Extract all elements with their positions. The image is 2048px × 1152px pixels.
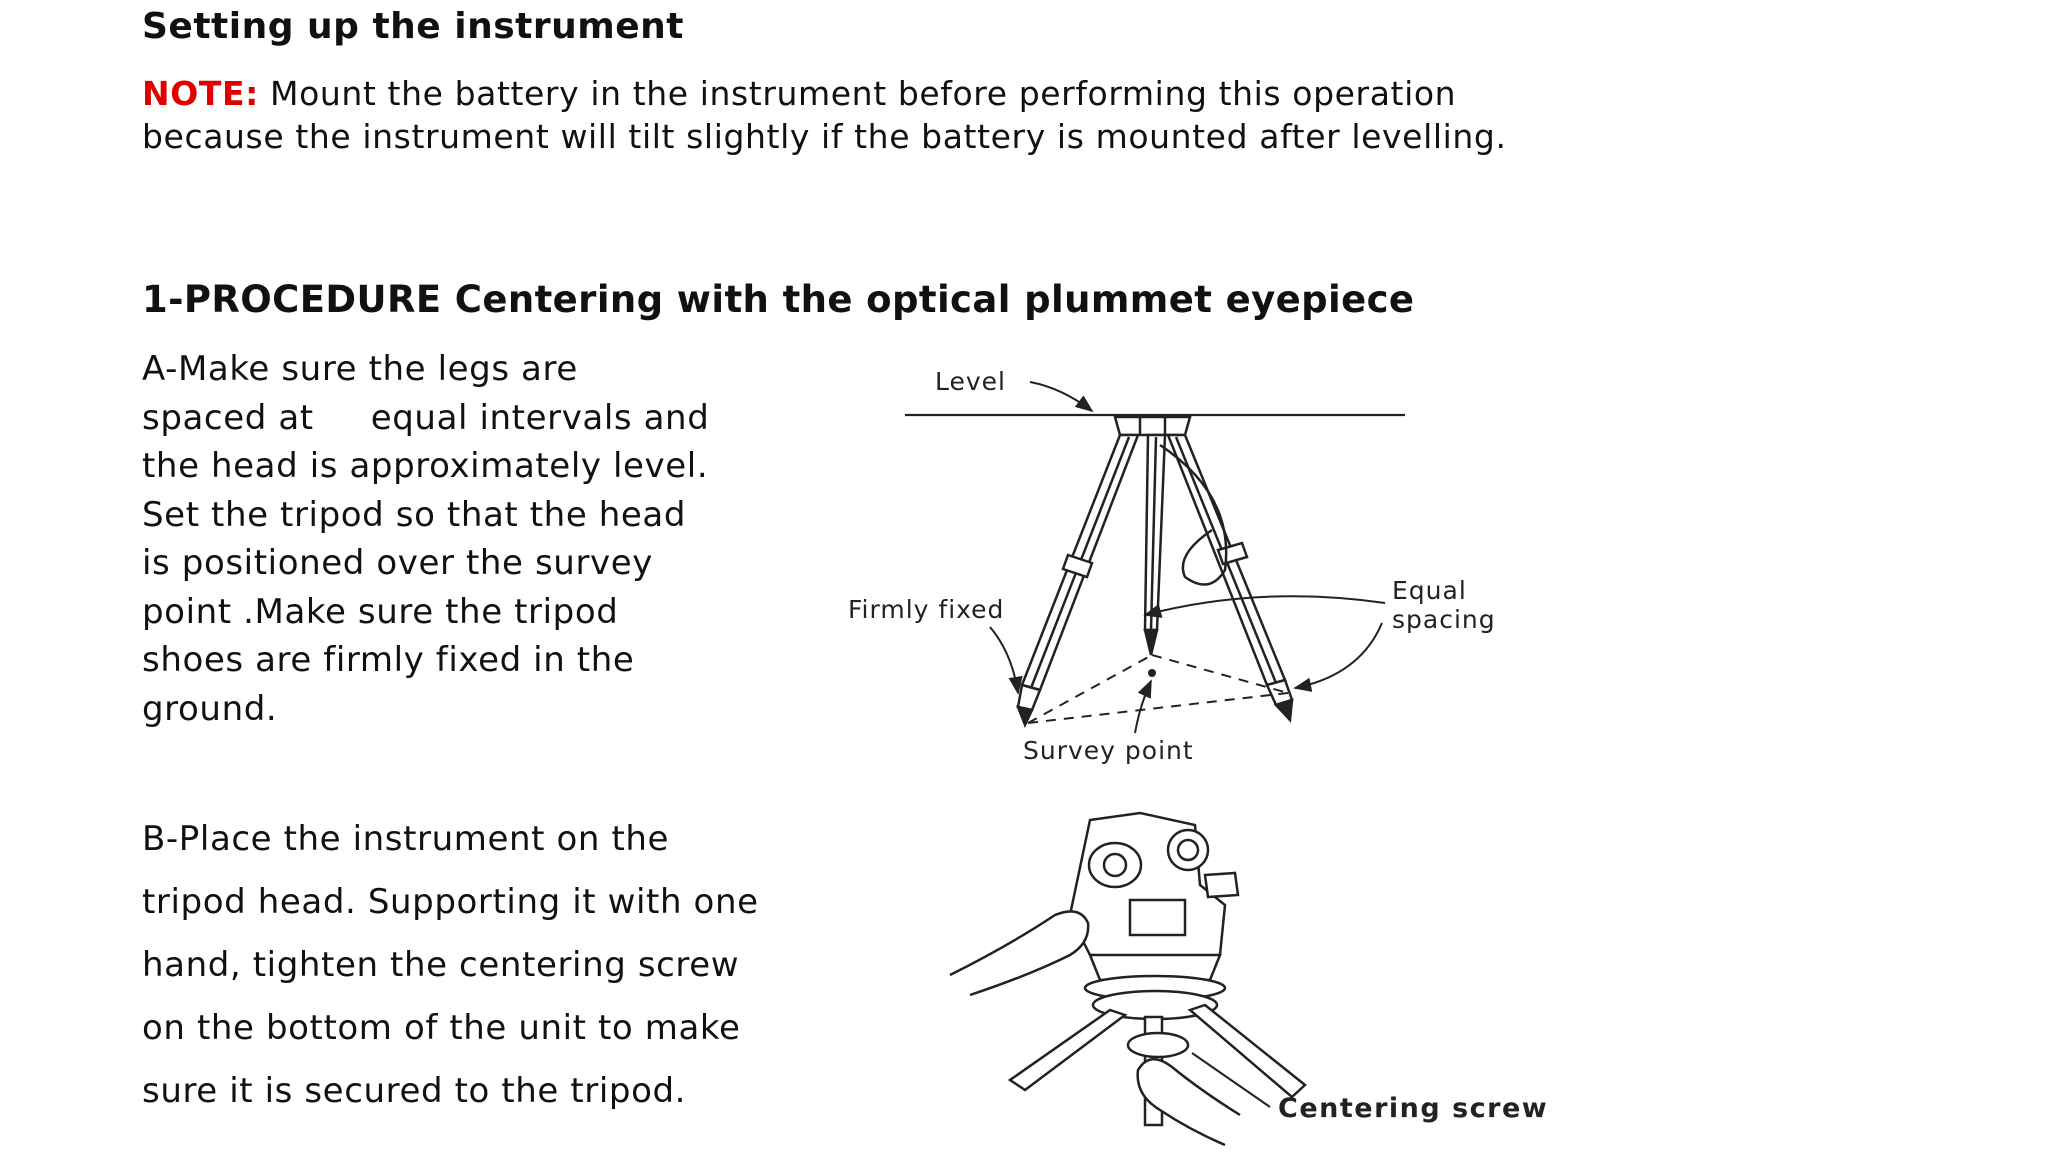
step-b-line: B-Place the instrument on the	[142, 819, 670, 859]
tripod-leg-right	[1187, 1003, 1307, 1099]
step-b-line: hand, tighten the centering screw	[142, 945, 740, 985]
tripod-figure: Level Firmly fixed Equal s	[848, 367, 1496, 765]
level-arrow	[1029, 381, 1094, 413]
step-b-line: sure it is secured to the tripod.	[142, 1071, 687, 1111]
instrument-figure: Centering screw	[949, 811, 1548, 1147]
level-label: Level	[935, 367, 1006, 396]
equal-spacing-arrow-lower	[1293, 622, 1383, 692]
equal-spacing-label-2: spacing	[1392, 605, 1496, 634]
firmly-fixed-arrow	[989, 626, 1023, 695]
note-paragraph: NOTE: Mount the battery in the instrumen…	[142, 72, 1582, 158]
note-text: Mount the battery in the instrument befo…	[142, 74, 1507, 156]
procedure-heading: 1-PROCEDURE Centering with the optical p…	[142, 278, 1415, 321]
survey-point-arrow	[1134, 679, 1152, 734]
left-hand	[949, 910, 1090, 997]
step-b-line: on the bottom of the unit to make	[142, 1008, 741, 1048]
centering-screw	[1126, 1031, 1190, 1059]
step-a-line: Set the tripod so that the head	[142, 494, 687, 535]
step-a-line: point .Make sure the tripod	[142, 591, 619, 632]
step-a-line: spaced at equal intervals and	[142, 397, 710, 438]
instrument-display	[1128, 898, 1187, 937]
page-title: Setting up the instrument	[142, 6, 685, 47]
tripod-middle-leg	[1143, 433, 1167, 656]
step-b-line: tripod head. Supporting it with one	[142, 882, 759, 922]
tripod-strap	[1159, 443, 1228, 586]
step-a-paragraph: A-Make sure the legs are spaced at equal…	[142, 345, 709, 733]
firmly-fixed-label: Firmly fixed	[848, 595, 1004, 624]
right-hand	[1136, 1058, 1241, 1147]
step-a-line: A-Make sure the legs are	[142, 349, 578, 389]
note-label: NOTE:	[142, 74, 259, 113]
tripod-left-leg	[1015, 433, 1140, 729]
centering-screw-label: Centering screw	[1278, 1093, 1548, 1124]
survey-point-label: Survey point	[1023, 736, 1194, 765]
spacing-dashes	[1027, 654, 1289, 724]
survey-point-dot	[1148, 669, 1156, 677]
tripod-leg-left	[1007, 1008, 1128, 1092]
step-b-paragraph: B-Place the instrument on the tripod hea…	[142, 808, 759, 1123]
step-a-line: ground.	[142, 688, 278, 729]
equal-spacing-arrow-upper	[1143, 595, 1386, 618]
tripod-head	[1113, 415, 1192, 437]
centering-screw-pointer	[1191, 1052, 1271, 1108]
step-a-line: the head is approximately level.	[142, 446, 709, 486]
equal-spacing-label-1: Equal	[1392, 576, 1467, 605]
step-a-line: shoes are firmly fixed in the	[142, 640, 635, 680]
step-a-line: is positioned over the survey	[142, 543, 653, 583]
